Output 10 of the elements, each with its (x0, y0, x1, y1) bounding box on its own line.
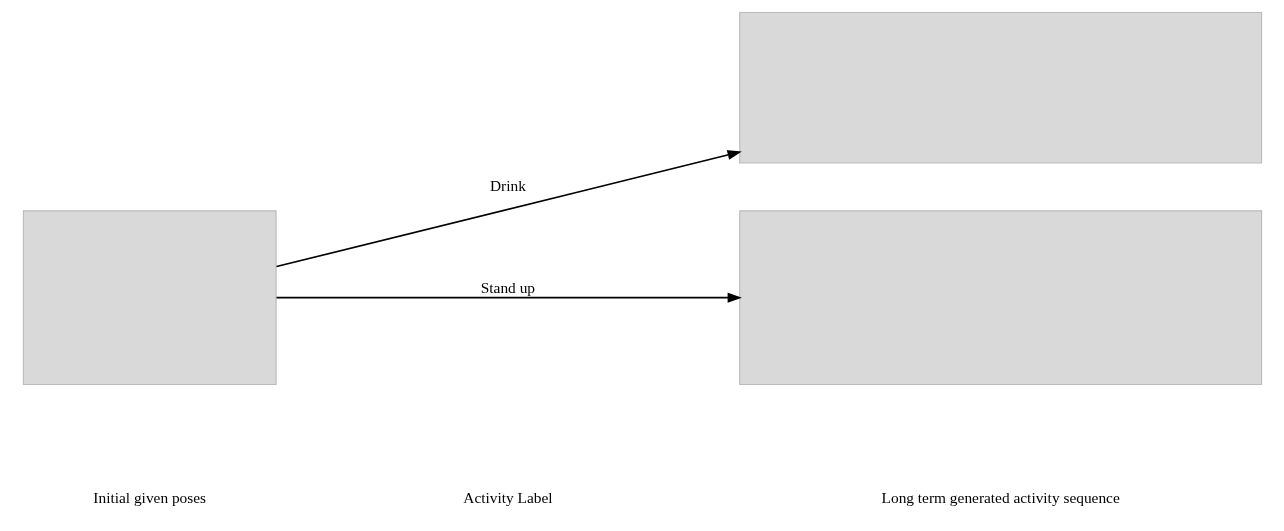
edge-label: Stand up (480, 279, 535, 297)
node-box (738, 210, 1262, 385)
arrow (275, 150, 742, 268)
label: Activity Label (462, 488, 553, 506)
label: Initial given poses (92, 488, 206, 506)
label: Long term generated activity sequence (881, 488, 1120, 506)
edge-label: Drink (489, 177, 526, 195)
node-box (738, 11, 1262, 164)
arrow (275, 292, 742, 303)
node-box (22, 210, 277, 385)
